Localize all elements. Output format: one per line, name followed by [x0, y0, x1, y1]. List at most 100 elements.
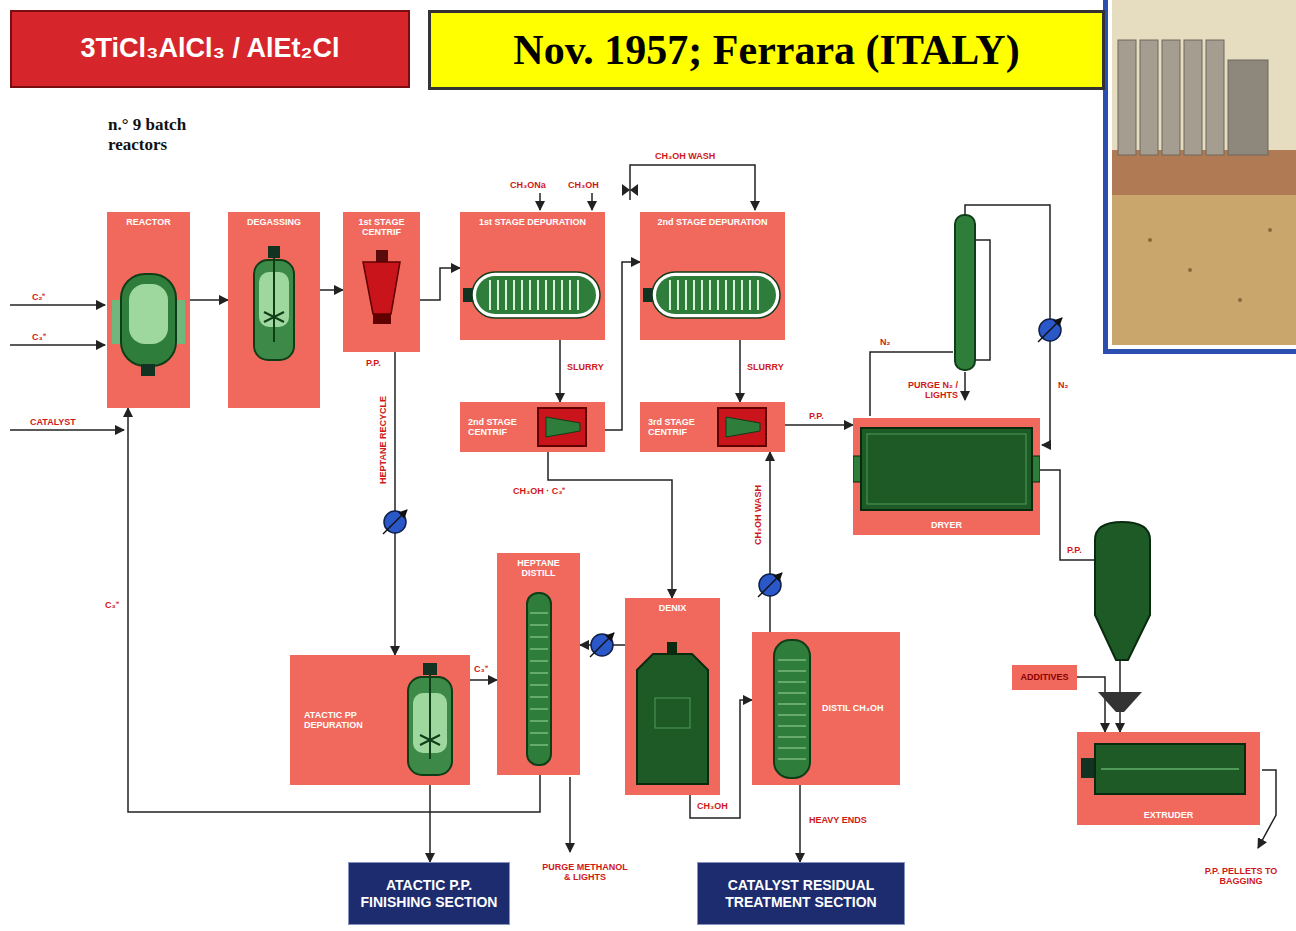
heat-exchanger — [384, 511, 406, 533]
equipment-icon — [774, 640, 810, 778]
node-label: ADDITIVES — [1014, 672, 1075, 682]
equipment-icon — [867, 434, 1026, 504]
node-label: CATALYST RESIDUAL TREATMENT SECTION — [704, 877, 898, 909]
equipment-icon — [460, 212, 605, 340]
valve-symbol — [622, 184, 630, 196]
equipment-icon — [749, 280, 751, 310]
flow-line — [190, 299, 228, 301]
process-panel: DEGASSING — [228, 212, 320, 408]
equipment-icon — [376, 250, 388, 262]
process-panel: DENIX — [625, 598, 720, 795]
date-title-box: Nov. 1957; Ferrara (ITALY) — [428, 10, 1105, 90]
catalyst-title-box: 3TiCl₃AlCl₃ / AlEt₂Cl — [10, 10, 410, 88]
equipment-icon — [546, 417, 580, 437]
flow-line — [420, 268, 460, 300]
equipment-icon — [757, 280, 759, 310]
equipment-icon — [530, 613, 548, 614]
equipment-icon — [725, 280, 727, 310]
equipment-icon — [530, 661, 548, 662]
equipment-icon — [778, 759, 806, 760]
stream-label: PURGE METHANOL & LIGHTS — [540, 862, 630, 883]
node-label: DEGASSING — [232, 217, 316, 227]
reactor-note: n.° 9 batch reactors — [108, 115, 200, 154]
node-label: ATACTIC P.P. FINISHING SECTION — [355, 877, 503, 909]
flow-line — [429, 785, 431, 862]
stream-label: C₃⁼ — [473, 664, 489, 674]
equipment-icon — [521, 280, 523, 310]
stream-label: N₂ — [1058, 380, 1069, 390]
heat-exchanger — [758, 573, 782, 597]
node-label: REACTOR — [111, 217, 186, 227]
feed-lines — [10, 304, 105, 306]
equipment-icon — [778, 671, 806, 672]
flow-line — [799, 785, 801, 862]
equipment-icon — [264, 312, 284, 322]
equipment-icon — [228, 212, 320, 408]
equipment-icon — [561, 280, 563, 310]
stream-label: SLURRY — [746, 362, 785, 372]
equipment-icon — [530, 637, 548, 638]
feed-lines — [975, 240, 990, 360]
equipment-icon — [429, 675, 431, 759]
stream-label: P.P. — [808, 411, 825, 421]
process-panel: 1st STAGE CENTRIF — [343, 212, 420, 352]
equipment-icon — [129, 284, 168, 344]
process-panel: DISTIL CH₃OH — [752, 632, 900, 785]
plant-photo — [1268, 228, 1272, 232]
equipment-icon — [545, 280, 547, 310]
equipment-icon — [273, 258, 275, 342]
stream-label: CH₃OH — [696, 801, 729, 811]
process-panel: ATACTIC PP DEPURATION — [290, 655, 470, 785]
stream-label: C₃⁼ — [32, 332, 46, 342]
equipment-icon — [505, 280, 507, 310]
stream-label: CATALYST — [30, 417, 76, 427]
stream-label: P.P. — [1066, 545, 1083, 555]
feed-lines — [10, 165, 1276, 852]
flow-line — [1077, 677, 1105, 732]
node-label: EXTRUDER — [1081, 810, 1256, 820]
equipment-icon — [718, 408, 766, 446]
equipment-icon — [537, 280, 539, 310]
equipment-icon — [530, 721, 548, 722]
stream-label: CH₃OH · C₃⁼ — [512, 486, 566, 496]
equipment-icon — [778, 737, 806, 738]
plant-photo — [1162, 40, 1180, 155]
equipment-icon — [476, 276, 596, 314]
equipment-icon — [472, 272, 600, 318]
equipment-icon — [778, 715, 806, 716]
plant-photo — [1103, 0, 1296, 354]
equipment-icon — [853, 456, 861, 482]
node-label: DENIX — [629, 603, 716, 613]
equipment-icon — [778, 726, 806, 727]
equipment-icon — [652, 272, 780, 318]
node-label: 1st STAGE DEPURATION — [464, 217, 601, 227]
equipment-icon — [268, 246, 280, 258]
equipment-icon — [677, 280, 679, 310]
equipment-icon — [423, 663, 437, 675]
equipment-icon — [553, 280, 555, 310]
stream-label: N₂ — [880, 337, 891, 347]
heat-exchanger — [1039, 319, 1061, 341]
equipment-icon — [726, 417, 760, 437]
stream-label: HEPTANE RECYCLE — [378, 395, 388, 485]
equipment-icon — [1095, 744, 1245, 794]
stream-label: P.P. PELLETS TO BAGGING — [1195, 866, 1287, 887]
flow-line — [559, 340, 561, 402]
plant-photo — [1148, 238, 1152, 242]
section-box: CATALYST RESIDUAL TREATMENT SECTION — [697, 862, 905, 925]
feed-lines — [630, 165, 755, 210]
feed-lines — [539, 193, 541, 210]
flow-line — [128, 408, 540, 812]
feed-lines — [965, 205, 1050, 445]
equipment-icon — [701, 280, 703, 310]
stream-label: HEAVY ENDS — [808, 815, 868, 825]
plant-photo — [1188, 268, 1192, 272]
valve-symbol — [630, 184, 638, 196]
heat-exchanger — [383, 318, 1062, 657]
node-label: 2nd STAGE CENTRIF — [468, 417, 533, 438]
equipment-icon — [625, 598, 720, 795]
plant-photo — [1238, 298, 1242, 302]
equipment-icon — [667, 642, 677, 654]
equipment-icon — [861, 428, 1032, 510]
equipment-icon — [420, 735, 440, 745]
